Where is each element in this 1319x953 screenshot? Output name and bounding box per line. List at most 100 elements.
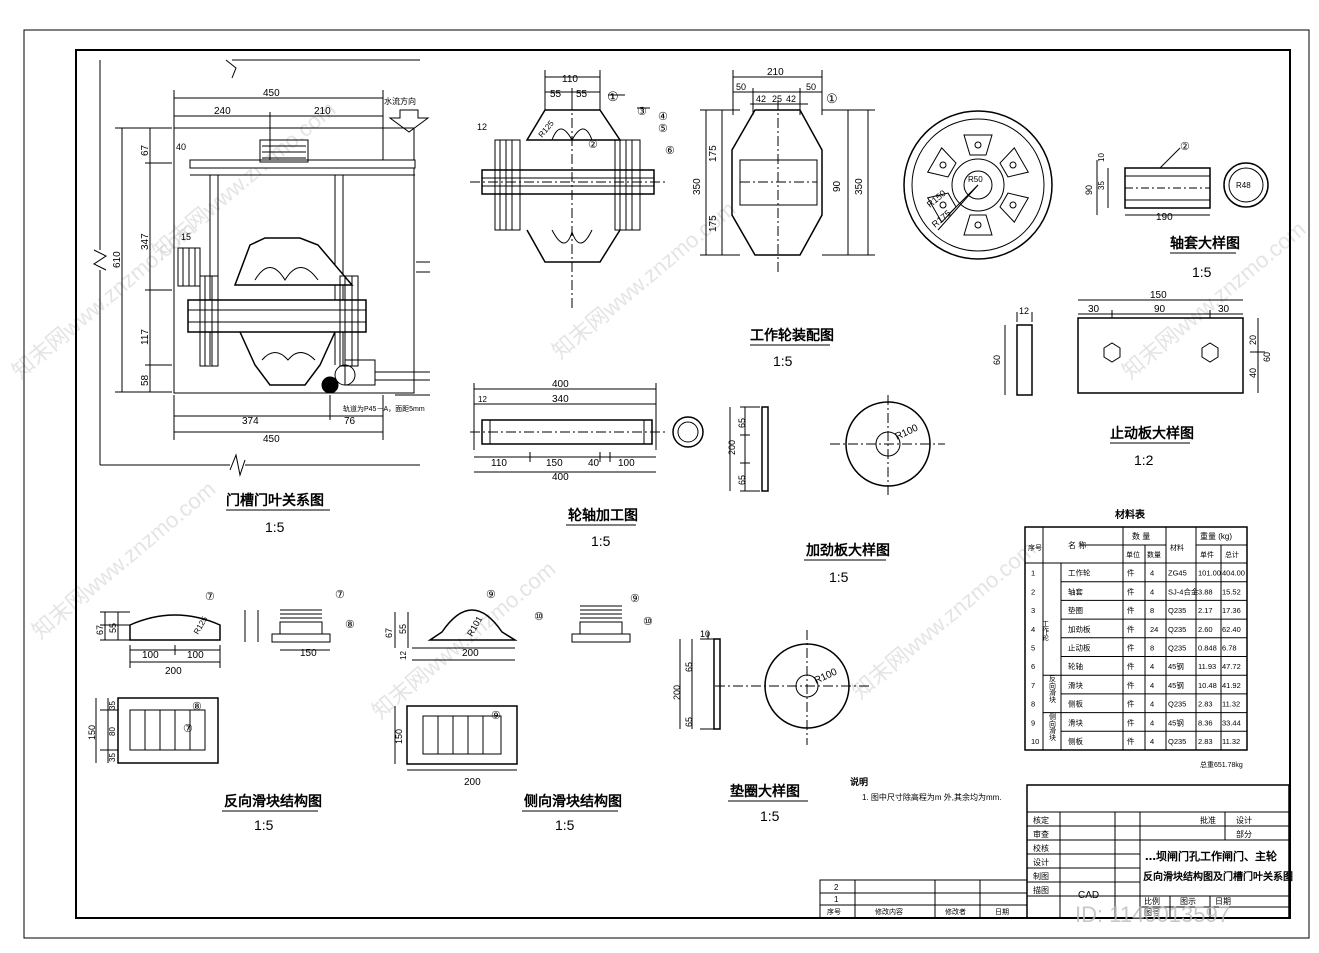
dim-ss55: 55 [398,624,408,634]
table-cell-no: 8 [1031,700,1035,709]
dim-ss67: 67 [384,628,394,638]
table-cell-uw: 2.83 [1198,700,1213,709]
table-cell-uw: 0.848 [1198,644,1217,653]
table-cell-mat: 45钢 [1168,680,1184,690]
title-stiffener: 加劲板大样图 [805,542,890,559]
dim-p30b: 30 [1218,304,1230,315]
dim-washer-10: 10 [700,629,710,639]
mt-total-label: 总重 [1200,760,1214,769]
tb-bottom-2: 日期 [1215,897,1231,906]
tb-role-3: 设计 [1033,857,1049,867]
dim-w25: 25 [772,94,782,104]
dim-w110: 110 [562,74,578,85]
tb-role-5: 描图 [1033,885,1049,895]
dim-a400: 400 [552,379,569,390]
table-cell-uw: 2.83 [1198,737,1213,746]
table-cell-unit: 件 [1127,736,1135,746]
balloon-10b: ⑩ [643,616,653,628]
table-cell-uw: 2.60 [1198,625,1213,634]
scale-bushing: 1:5 [1192,264,1212,280]
balloon-9c: ⑨ [491,710,501,722]
table-cell-count: 4 [1150,681,1154,690]
dim-g210: 210 [314,106,331,117]
title-gate-relation: 门槽门叶关系图 [226,492,324,509]
dim-s200: 200 [727,440,737,455]
mt-header-unitw: 单件 [1200,550,1214,559]
mt-header-count: 数量 [1147,550,1161,559]
axle-view [470,383,704,473]
balloon-9b: ⑨ [630,593,640,605]
dim-p150: 150 [1150,290,1167,301]
tb-rev-row-1: 1 [834,895,839,904]
dim-g40: 40 [176,142,186,152]
table-cell-name: 侧板 [1068,699,1084,709]
table-cell-name: 加劲板 [1068,624,1091,634]
balloon-7: ⑦ [205,591,215,603]
balloon-7b: ⑦ [183,723,193,735]
dim-p60b: 60 [1262,352,1272,362]
dim-w90: 90 [832,180,843,192]
mt-group-side: 侧向滑块 [1049,712,1057,742]
table-cell-name: 轴套 [1068,586,1084,596]
dim-g374: 374 [242,416,259,427]
dim-w175a: 175 [708,145,719,162]
tb-right-0: 批准 [1200,815,1216,825]
table-cell-count: 8 [1150,606,1154,615]
table-cell-tw: 11.32 [1222,700,1240,709]
table-cell-no: 9 [1031,718,1035,727]
table-cell-name: 止动板 [1068,643,1091,653]
table-cell-count: 4 [1150,662,1154,671]
table-cell-tw: 6.78 [1222,644,1237,653]
title-block [819,784,1290,919]
dim-b90: 90 [1084,185,1094,195]
mt-header-qty: 数 量 [1132,531,1150,541]
table-cell-mat: ZG45 [1168,569,1187,578]
dim-w42b: 42 [786,94,796,104]
table-cell-tw: 17.36 [1222,606,1241,615]
table-cell-mat: Q235 [1168,644,1186,653]
title-reverse-slider: 反向滑块结构图 [224,793,322,810]
mt-total-value: 651.78kg [1214,762,1243,769]
dim-rs67: 67 [95,625,105,635]
dim-w175b: 175 [708,215,719,232]
balloon-8: ⑧ [192,701,202,713]
id-watermark: ID: 1140013597 [1075,902,1230,927]
table-cell-no: 10 [1031,737,1039,746]
table-cell-name: 侧板 [1068,736,1084,746]
table-cell-tw: 47.72 [1222,662,1241,671]
stiffener-view [729,395,945,495]
tb-bottom-value-0: 图号 [1144,908,1160,917]
table-cell-count: 4 [1150,737,1154,746]
scale-reverse-slider: 1:5 [254,817,274,833]
dim-w350: 350 [692,178,703,195]
reverse-slider-view [95,609,331,764]
table-cell-unit: 件 [1127,680,1135,690]
dim-a340: 340 [552,394,569,405]
table-cell-tw: 33.44 [1222,718,1241,727]
tb-cad: CAD [1078,890,1099,901]
mt-header-weight: 重量 (kg) [1200,531,1232,541]
dim-w210: 210 [767,67,784,78]
dim-g610: 610 [112,251,123,268]
tb-rev-h3: 日期 [995,908,1009,916]
title-wheel-assembly: 工作轮装配图 [750,327,834,344]
table-cell-unit: 件 [1127,586,1135,596]
title-washer: 垫圈大样图 [730,783,800,800]
table-cell-tw: 404.00 [1222,569,1245,578]
gate-relation-view [93,59,430,477]
radius-R100: R100 [894,422,921,442]
dim-w50a: 50 [736,82,746,92]
tb-role-0: 核定 [1033,815,1049,825]
dim-g67: 67 [140,144,151,156]
radius-R100b: R100 [813,666,840,686]
table-cell-uw: 101.00 [1198,569,1221,578]
tb-drawing-name-2: 反向滑块结构图及门槽门叶关系图 [1143,870,1293,883]
scale-gate-relation: 1:5 [265,519,285,535]
balloon-3: ③ [637,106,647,118]
table-cell-count: 24 [1150,625,1158,634]
wheel-section-view [700,70,875,275]
dim-a100: 100 [618,458,635,469]
dim-rs35b: 35 [108,753,117,762]
table-cell-unit: 件 [1127,699,1135,709]
